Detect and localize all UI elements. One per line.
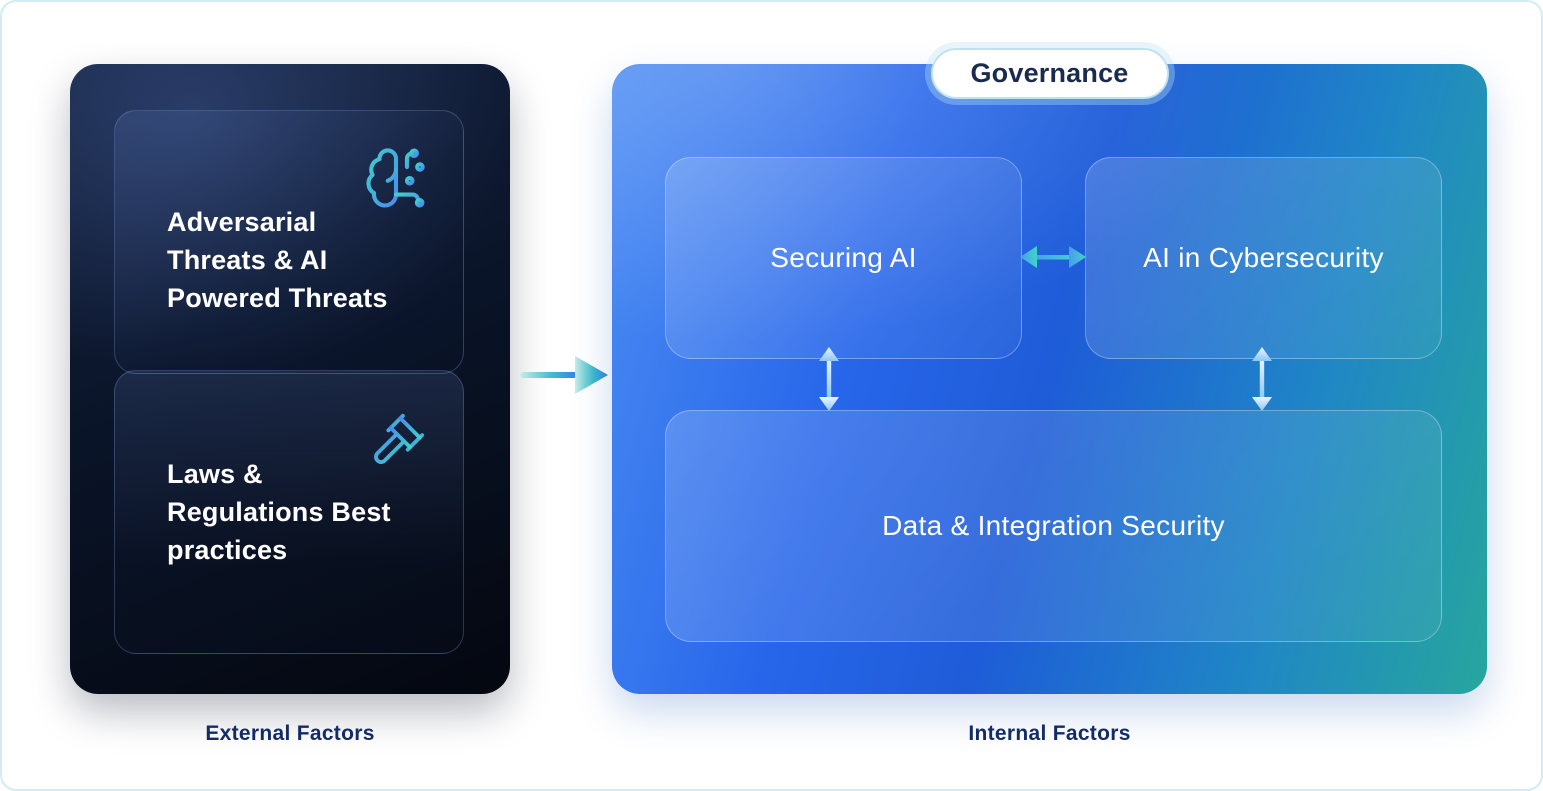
card-laws-regulations: Laws & Regulations Best practices <box>114 370 464 654</box>
external-factors-caption: External Factors <box>205 722 375 745</box>
ai-brain-circuit-icon <box>363 145 429 211</box>
card-securing-ai: Securing AI <box>665 157 1022 359</box>
internal-factors-caption: Internal Factors <box>968 722 1131 745</box>
gavel-icon <box>369 411 427 469</box>
card-adversarial-threats-label: Adversarial Threats & AI Powered Threats <box>167 207 388 313</box>
card-adversarial-threats: Adversarial Threats & AI Powered Threats <box>114 110 464 374</box>
card-securing-ai-label: Securing AI <box>770 242 917 273</box>
flow-arrow-icon <box>520 356 608 394</box>
bidirectional-arrow-vertical-icon <box>1252 347 1272 411</box>
card-ai-in-cybersecurity: AI in Cybersecurity <box>1085 157 1442 359</box>
bidirectional-arrow-vertical-icon <box>819 347 839 411</box>
governance-badge: Governance <box>930 48 1169 99</box>
bidirectional-arrow-horizontal-icon <box>1020 246 1086 268</box>
card-laws-regulations-label: Laws & Regulations Best practices <box>167 459 391 565</box>
card-data-integration-security: Data & Integration Security <box>665 410 1442 642</box>
external-factors-panel: Adversarial Threats & AI Powered Threats <box>70 64 510 694</box>
card-data-integration-security-label: Data & Integration Security <box>882 510 1225 541</box>
governance-panel: Governance Securing AI AI in Cybersecuri… <box>612 48 1487 694</box>
card-ai-in-cybersecurity-label: AI in Cybersecurity <box>1143 242 1384 273</box>
